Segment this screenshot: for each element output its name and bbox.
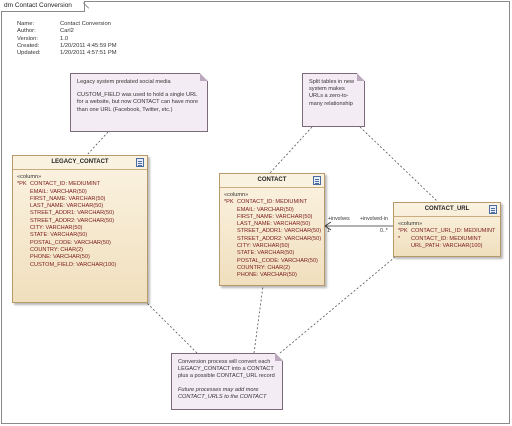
note-link-conversion-contact	[253, 285, 264, 354]
note-fold	[275, 353, 283, 361]
note-legacy-line2: CUSTOM_FIELD was used to hold a single U…	[77, 92, 199, 113]
note-legacy-line1: Legacy system predated social media	[77, 79, 171, 85]
multiplicity-url: 0..*	[380, 228, 388, 234]
diagram-metadata: Name:Contact Conversion Author:Carl2 Ver…	[17, 21, 117, 57]
note-fold	[357, 73, 365, 81]
note-link-split-contact	[269, 126, 313, 174]
table-icon	[313, 176, 321, 185]
meta-row-updated: Updated:1/20/2011 4:57:51 PM	[17, 50, 117, 57]
stereotype-label: «column»	[224, 192, 249, 198]
meta-row-created: Created:1/20/2011 4:45:59 PM	[17, 42, 117, 49]
column-row: STATE: VARCHAR(50)	[30, 232, 88, 239]
diagram-title-tab: dm Contact Conversion	[1, 1, 85, 12]
column-row: STREET_ADDR1: VARCHAR(50)	[237, 228, 322, 235]
column-row: STREET_ADDR2: VARCHAR(50)	[30, 217, 115, 224]
entity-name: CONTACT_URL	[424, 206, 470, 212]
note-split-tables: Split tables in new system makes URLs a …	[302, 73, 365, 127]
column-row: *CONTACT_ID: MEDIUMINT	[398, 235, 482, 242]
entity-name: CONTACT	[257, 177, 287, 183]
column-row: CITY: VARCHAR(50)	[30, 225, 83, 232]
column-row: POSTAL_CODE: VARCHAR(50)	[237, 257, 318, 264]
column-row: COUNTRY: CHAR(2)	[237, 264, 291, 271]
note-legacy-system: Legacy system predated social media CUST…	[70, 73, 208, 132]
column-row: FIRST_NAME: VARCHAR(50)	[237, 213, 313, 220]
meta-row-name: Name:Contact Conversion	[17, 21, 111, 27]
column-row: EMAIL: VARCHAR(50)	[30, 188, 87, 195]
column-row: LAST_NAME: VARCHAR(50)	[237, 221, 311, 228]
column-row: FIRST_NAME: VARCHAR(50)	[30, 195, 106, 202]
note-link-split-url	[359, 126, 439, 203]
column-row: CITY: VARCHAR(50)	[237, 243, 290, 250]
note-conversion-line1: Conversion process will convert each LEG…	[178, 359, 275, 380]
entity-header: CONTACT	[220, 174, 324, 188]
column-row: STATE: VARCHAR(50)	[237, 250, 295, 257]
meta-row-version: Version:1.0	[17, 35, 69, 42]
column-row: STREET_ADDR2: VARCHAR(50)	[237, 235, 322, 242]
stereotype-label: «column»	[17, 174, 42, 180]
column-row: LAST_NAME: VARCHAR(50)	[30, 203, 104, 210]
role-label-involves: +involves	[328, 216, 350, 222]
note-conversion-line2: Future processes may add more CONTACT_UR…	[178, 386, 267, 400]
column-row: POSTAL_CODE: VARCHAR(50)	[30, 239, 111, 246]
table-icon	[136, 158, 144, 167]
entity-header: CONTACT_URL	[394, 203, 500, 217]
association-arrowhead	[324, 221, 332, 231]
entity-header: LEGACY_CONTACT	[13, 156, 147, 170]
table-icon	[489, 205, 497, 214]
note-conversion-process: Conversion process will convert each LEG…	[171, 353, 283, 410]
stereotype-label: «column»	[398, 221, 423, 227]
entity-name: LEGACY_CONTACT	[51, 159, 109, 165]
role-label-involved-in: +involved-in	[360, 216, 388, 222]
column-row: CUSTOM_FIELD: VARCHAR(100)	[30, 261, 117, 268]
multiplicity-contact: 1	[327, 228, 330, 234]
note-split-text: Split tables in new system makes URLs a …	[309, 79, 355, 107]
column-row: PHONE: VARCHAR(50)	[30, 254, 90, 261]
meta-row-author: Author:Carl2	[17, 28, 74, 35]
note-link-conversion-legacy	[146, 302, 198, 354]
column-row: EMAIL: VARCHAR(50)	[237, 206, 294, 213]
column-row: PHONE: VARCHAR(50)	[237, 272, 297, 279]
note-link-conversion-url	[279, 256, 396, 354]
column-row: COUNTRY: CHAR(2)	[30, 246, 84, 253]
column-row: STREET_ADDR1: VARCHAR(50)	[30, 210, 115, 217]
note-link-legacy	[86, 131, 109, 156]
column-row: URL_PATH: VARCHAR(100)	[411, 242, 483, 249]
note-fold	[200, 73, 208, 81]
